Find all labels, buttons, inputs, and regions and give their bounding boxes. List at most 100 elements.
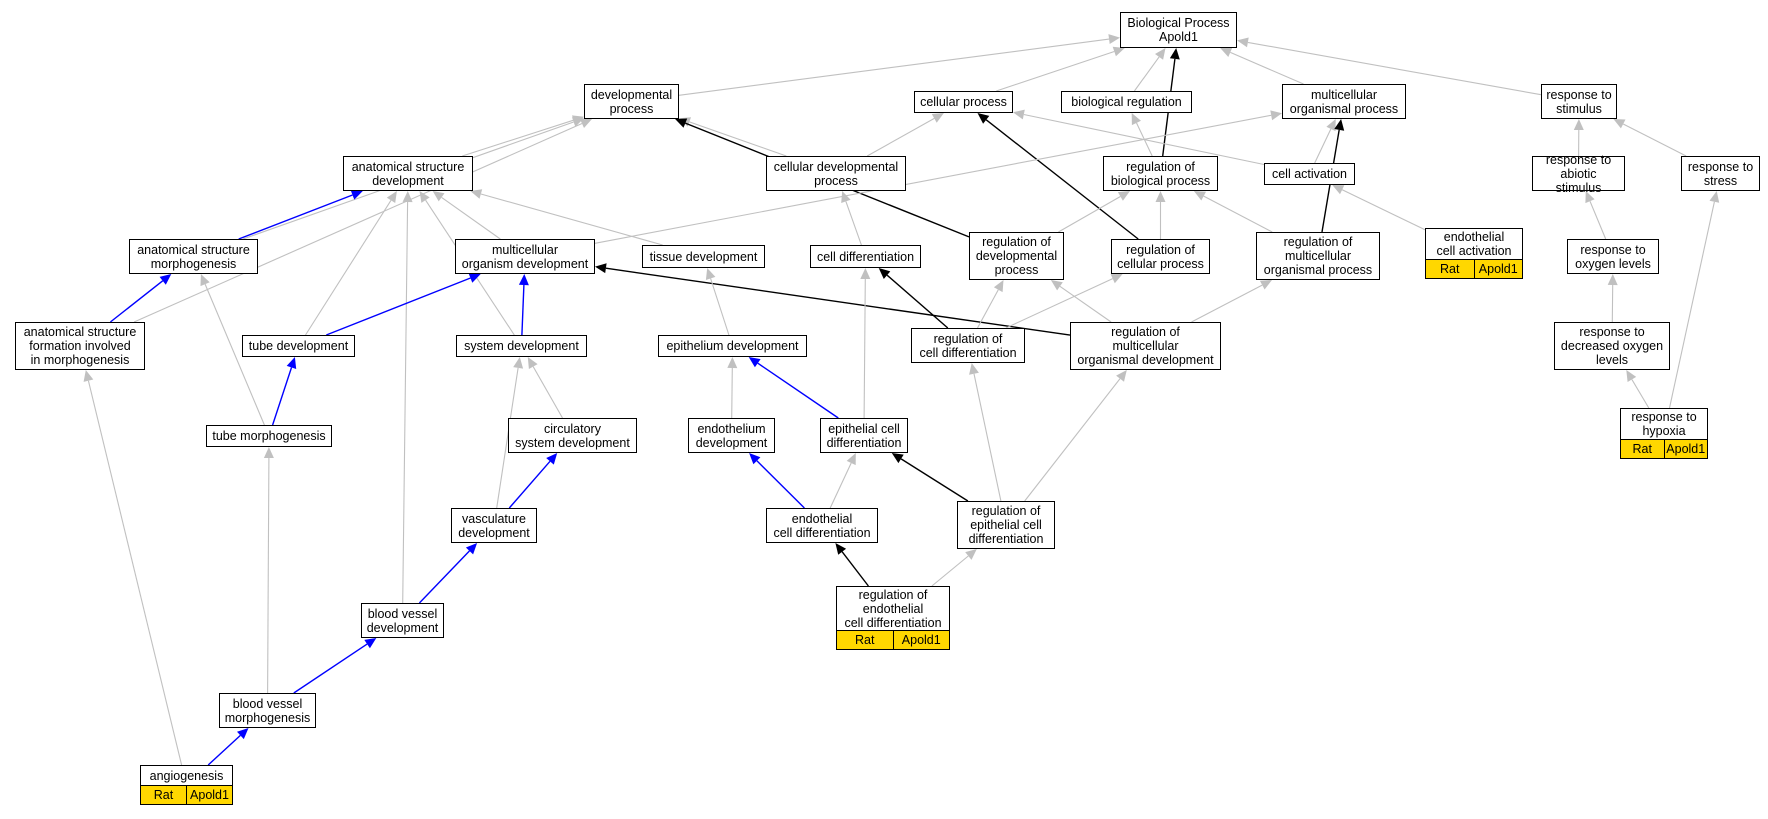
arrowhead-is-a — [1050, 280, 1063, 291]
arrowhead-part-of — [364, 638, 377, 649]
arrowhead-is-a — [1108, 34, 1120, 44]
edge-part-of-tube-development-to-multicellular-organism-development — [326, 277, 471, 336]
arrowhead-regulates — [878, 268, 891, 279]
term-regulation-of-cell-differentiation: regulation of cell differentiation — [911, 328, 1025, 363]
edge-is-a-response-to-hypoxia-to-response-to-stress — [1668, 201, 1715, 409]
edge-is-a-blood-vessel-development-to-anatomical-structure-development — [402, 201, 409, 604]
term-tube-development: tube development — [242, 335, 355, 357]
arrowhead-part-of — [465, 543, 478, 555]
term-developmental-process: developmental process — [584, 84, 679, 119]
term-biological-regulation: biological regulation — [1061, 91, 1192, 113]
annotation-gene: Apold1 — [892, 631, 950, 649]
edge-is-a-cell-differentiation-to-cellular-developmental-process — [845, 201, 862, 246]
term-vasculature-development: vasculature development — [451, 508, 537, 543]
edge-is-a-endothelial-cell-activation-to-cell-activation — [1341, 189, 1426, 231]
edge-part-of-vasculature-development-to-circulatory-system-development — [508, 460, 551, 509]
arrowhead-part-of — [350, 190, 363, 200]
arrowhead-is-a — [83, 370, 94, 382]
term-response-to-stimulus: response to stimulus — [1541, 84, 1617, 119]
edge-is-a-cellular-developmental-process-to-developmental-process — [689, 121, 787, 157]
term-cell-activation: cell activation — [1264, 163, 1355, 185]
arrowhead-is-a — [841, 191, 851, 203]
annotation-species: Rat — [1440, 262, 1460, 276]
arrowhead-part-of — [286, 357, 297, 369]
arrowhead-is-a — [1155, 191, 1166, 202]
term-anatomical-structure-development: anatomical structure development — [343, 156, 473, 191]
term-response-to-stress: response to stress — [1681, 156, 1760, 191]
edge-is-a-regulation-of-developmental-process-to-regulation-of-biological-process — [1058, 196, 1121, 233]
term-cellular-developmental-process: cellular developmental process — [766, 156, 906, 191]
edge-is-a-developmental-process-to-bp-root — [678, 38, 1110, 96]
annotation-species: Rat — [1632, 442, 1652, 456]
term-epithelial-cell-differentiation: epithelial cell differentiation — [820, 418, 908, 453]
edge-part-of-anatomical-structure-formation-to-anatomical-structure-morphogenesis — [109, 280, 164, 323]
arrowhead-is-a — [579, 118, 592, 128]
term-endothelial-cell-activation: endothelial cell activation — [1425, 228, 1523, 260]
edge-part-of-angiogenesis-to-blood-vessel-morphogenesis — [207, 734, 241, 766]
arrowhead-regulates — [595, 263, 607, 274]
term-angiogenesis: angiogenesis — [140, 765, 233, 786]
arrowhead-is-a — [200, 274, 210, 287]
edge-is-a-cellular-developmental-process-to-cellular-process — [866, 117, 935, 157]
arrowhead-is-a — [1013, 109, 1025, 120]
arrowhead-is-a — [860, 268, 871, 279]
term-multicellular-organism-development: multicellular organism development — [455, 239, 595, 274]
arrowhead-part-of — [546, 453, 558, 465]
annotation-species: Rat — [855, 633, 875, 647]
edge-part-of-blood-vessel-development-to-vasculature-development — [418, 550, 471, 604]
arrowhead-regulates — [1169, 48, 1180, 60]
arrowhead-is-a — [1110, 274, 1123, 284]
edge-part-of-system-development-to-multicellular-organism-development — [521, 284, 525, 336]
annotation-response-to-hypoxia: Rat Apold1 — [1620, 439, 1708, 459]
arrowhead-is-a — [1220, 47, 1233, 57]
term-regulation-of-epithelial-cell-differentiation: regulation of epithelial cell differenti… — [957, 501, 1055, 549]
edge-regulates-regulation-of-endothelial-cell-differentiation-to-endothelial-cell-differentiation — [841, 551, 869, 587]
edge-is-a-response-to-oxygen-levels-to-response-to-abiotic-stimulus — [1589, 200, 1607, 240]
edge-is-a-tube-morphogenesis-to-anatomical-structure-morphogenesis — [204, 283, 265, 426]
arrowhead-part-of — [237, 728, 249, 740]
annotation-gene: Apold1 — [1663, 440, 1708, 458]
edge-part-of-endothelial-cell-differentiation-to-endothelium-development — [756, 460, 805, 509]
arrowhead-is-a — [1155, 48, 1166, 60]
arrowhead-part-of — [748, 357, 761, 368]
arrowhead-is-a — [931, 113, 944, 123]
arrowhead-is-a — [527, 357, 538, 369]
term-circulatory-system-development: circulatory system development — [508, 418, 637, 453]
arrowhead-is-a — [419, 191, 430, 203]
arrowhead-regulates — [675, 118, 688, 128]
arrowhead-is-a — [1270, 110, 1282, 121]
edge-is-a-regulation-of-epithelial-cell-differentiation-to-regulation-of-multicellular-organismal-development — [1024, 378, 1121, 502]
edge-is-a-tissue-development-to-anatomical-structure-development — [480, 193, 663, 246]
arrowhead-is-a — [1613, 119, 1626, 129]
arrowhead-is-a — [1116, 370, 1127, 382]
annotation-regulation-of-endothelial-cell-differentiation: Rat Apold1 — [836, 630, 950, 650]
term-tissue-development: tissue development — [642, 245, 765, 268]
arrowhead-is-a — [1117, 191, 1130, 201]
edge-is-a-multicellular-organismal-process-to-bp-root — [1230, 51, 1304, 85]
edge-is-a-tube-development-to-anatomical-structure-development — [305, 200, 392, 336]
term-bp-root: Biological Process Apold1 — [1120, 12, 1237, 48]
arrowhead-is-a — [1573, 119, 1584, 130]
term-epithelium-development: epithelium development — [658, 335, 807, 357]
arrowhead-is-a — [705, 268, 716, 280]
term-system-development: system development — [456, 335, 587, 357]
edge-is-a-response-to-stimulus-to-bp-root — [1247, 41, 1542, 96]
term-regulation-of-biological-process: regulation of biological process — [1103, 156, 1218, 191]
term-tube-morphogenesis: tube morphogenesis — [206, 425, 332, 447]
edge-is-a-regulation-of-epithelial-cell-differentiation-to-regulation-of-cell-differentiation — [973, 373, 1002, 502]
edge-is-a-cellular-process-to-bp-root — [996, 50, 1115, 92]
arrowhead-is-a — [513, 357, 524, 369]
arrowhead-is-a — [386, 191, 397, 203]
edge-is-a-endothelial-cell-differentiation-to-epithelial-cell-differentiation — [829, 462, 852, 509]
edge-is-a-angiogenesis-to-anatomical-structure-formation — [87, 380, 183, 766]
arrowhead-is-a — [1585, 191, 1595, 204]
term-cell-differentiation: cell differentiation — [810, 245, 921, 268]
arrowhead-is-a — [969, 363, 979, 375]
term-anatomical-structure-morphogenesis: anatomical structure morphogenesis — [129, 239, 258, 274]
arrowhead-is-a — [993, 280, 1004, 293]
arrowhead-is-a — [1131, 113, 1141, 126]
term-response-to-abiotic-stimulus: response to abiotic stimulus — [1532, 153, 1625, 195]
